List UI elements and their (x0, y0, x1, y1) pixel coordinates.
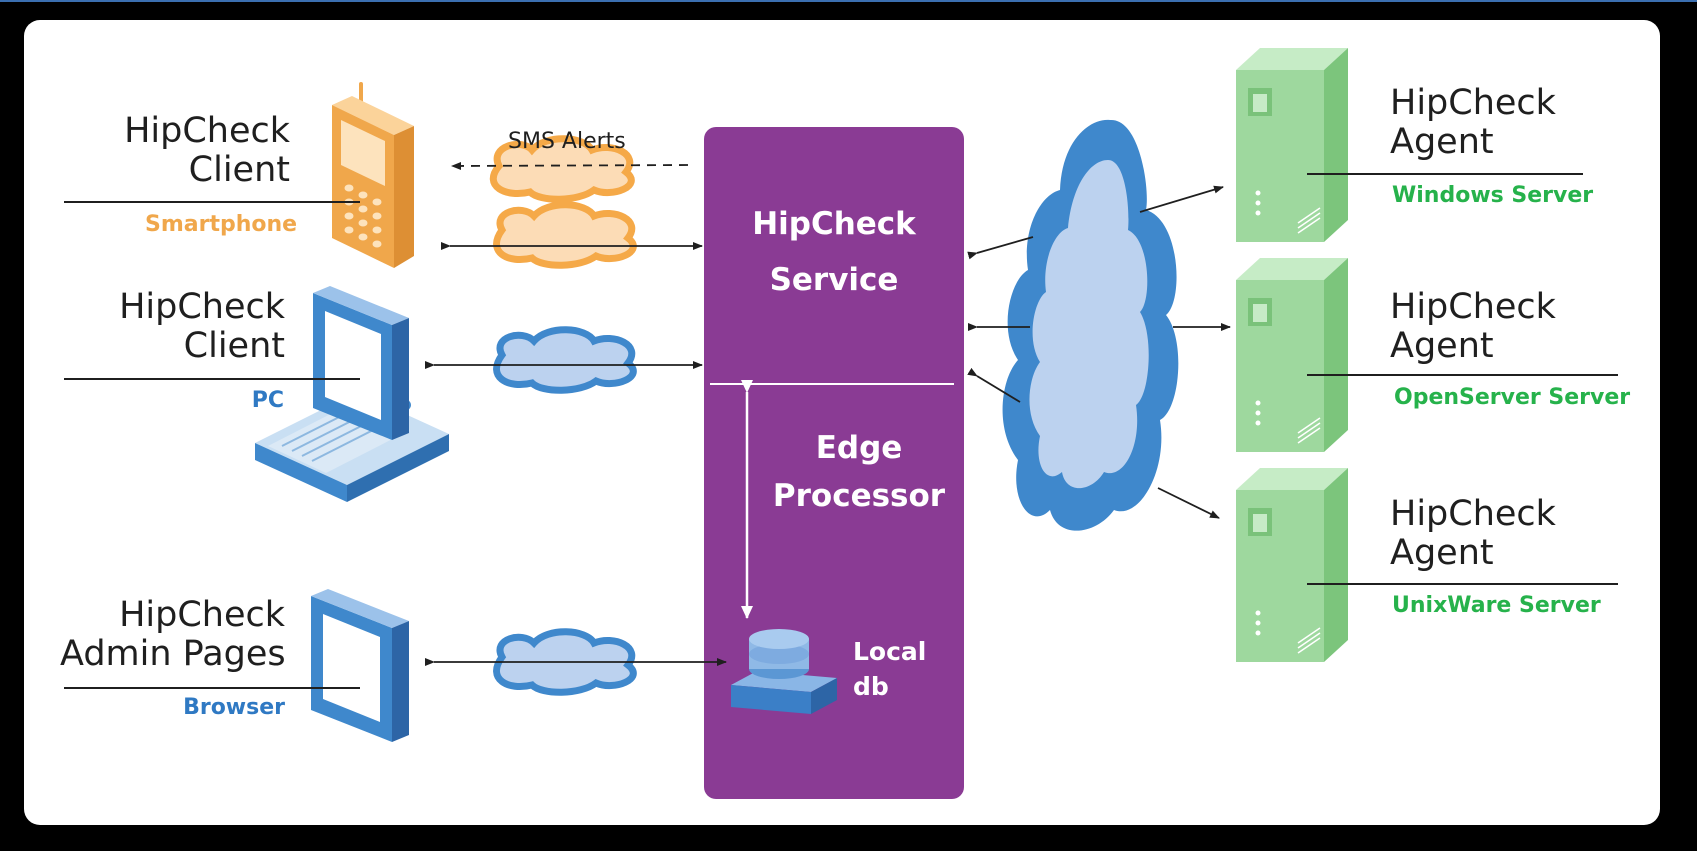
title-line-1: HipCheck (1390, 494, 1556, 534)
openserver-server-icon (1235, 257, 1349, 453)
openserver-server-label: OpenServer Server (1394, 385, 1631, 410)
title-line-2: Agent (1390, 533, 1494, 574)
windows-label-rule (1307, 173, 1583, 175)
title-line-2: Agent (1390, 326, 1494, 367)
openserver-agent-title: HipCheck Agent (1390, 287, 1556, 367)
pc-client-title: HipCheck Client (60, 287, 285, 367)
title-line-2: Agent (1390, 122, 1494, 163)
browser-monitor-icon (311, 589, 409, 742)
edge-processor-label: Edge Processor (766, 424, 952, 520)
db-line-1: Local (853, 637, 927, 666)
openserver-label-rule (1307, 374, 1618, 376)
top-border (0, 0, 1697, 2)
service-cloud-arrow-3 (967, 367, 1021, 403)
smartphone-link-cloud (493, 201, 637, 269)
cloud-unixware-arrow (1157, 487, 1220, 519)
hipcheck-service-label: HipCheck Service (704, 197, 964, 309)
windows-server-icon (1235, 47, 1349, 243)
title-line-1: HipCheck (124, 111, 290, 151)
edge-line-2: Processor (772, 478, 946, 515)
title-line-2: Client (183, 326, 285, 367)
admin-pages-title: HipCheck Admin Pages (60, 595, 286, 675)
smartphone-device-label: Smartphone (145, 212, 298, 237)
title-line-1: HipCheck (119, 595, 285, 635)
db-line-2: db (853, 672, 889, 701)
local-db-label: Local db (853, 634, 926, 704)
service-line-2: Service (769, 261, 899, 298)
sms-alert-arrow (451, 161, 689, 170)
unixware-agent-title: HipCheck Agent (1390, 494, 1556, 574)
title-line-1: HipCheck (119, 287, 285, 327)
windows-agent-title: HipCheck Agent (1390, 83, 1556, 163)
browser-label-rule (64, 687, 360, 689)
windows-server-label: Windows Server (1392, 183, 1594, 208)
unixware-label-rule (1307, 583, 1618, 585)
title-line-1: HipCheck (1390, 83, 1556, 123)
unixware-server-icon (1235, 467, 1349, 663)
title-line-2: Admin Pages (60, 634, 286, 675)
unixware-server-label: UnixWare Server (1392, 593, 1601, 618)
service-line-1: HipCheck (752, 206, 916, 242)
pc-label-rule (64, 378, 360, 380)
title-line-1: HipCheck (1390, 287, 1556, 327)
smartphone-client-title: HipCheck Client (60, 111, 290, 191)
smartphone-icon (332, 82, 414, 268)
sms-alerts-label: SMS Alerts (508, 129, 626, 154)
browser-device-label: Browser (183, 695, 285, 720)
database-icon (731, 629, 837, 714)
pc-icon (255, 286, 449, 502)
edge-line-1: Edge (815, 430, 903, 466)
smartphone-label-rule (64, 201, 360, 203)
service-cloud-arrow-1 (967, 236, 1034, 260)
cloud-windows-arrow (1139, 185, 1224, 213)
pc-device-label: PC (251, 388, 284, 413)
sms-cloud (489, 135, 635, 203)
title-line-2: Client (188, 150, 290, 191)
pc-link-cloud (493, 326, 637, 394)
network-cloud (1002, 119, 1179, 531)
